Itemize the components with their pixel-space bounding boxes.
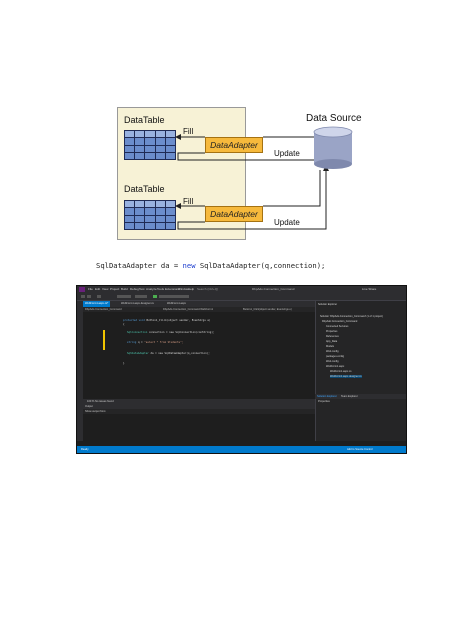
left-tool-strip	[77, 301, 83, 441]
tab-webform1-aspx[interactable]: WebForm1.aspx	[167, 302, 186, 305]
update-line-bottom	[177, 165, 329, 230]
editor-status-bar: 100 % No issues found	[83, 399, 315, 404]
datatable-top-label: DataTable	[124, 115, 165, 125]
menu-help[interactable]: Help	[188, 287, 195, 291]
diagram-connectors	[175, 126, 353, 230]
datatable-top-grid	[124, 130, 176, 160]
output-source-bar: Show output from:	[83, 409, 315, 414]
properties-node[interactable]: Properties	[326, 330, 338, 333]
tab-webform1-designer[interactable]: WebForm1.aspx.designer.cs	[121, 302, 154, 305]
menu-window[interactable]: Window	[178, 287, 189, 291]
code-line-6: }	[123, 362, 125, 365]
app-data-node[interactable]: App_Data	[326, 340, 338, 343]
webconfig-node[interactable]: Web.config	[326, 350, 339, 353]
solution-tabs: Solution Explorer Team Explorer	[315, 394, 406, 399]
code-line-4: string q = "select * from Students";	[127, 341, 184, 344]
code-editor[interactable]: protected void Button1_Click(object send…	[83, 312, 315, 399]
update-line-top	[177, 152, 318, 161]
connected-services-node[interactable]: Connected Services	[326, 325, 349, 328]
output-source-label[interactable]: Show output from:	[85, 410, 107, 413]
references-node[interactable]: References	[326, 335, 339, 338]
status-ready: Ready	[81, 448, 89, 451]
menu-view[interactable]: View	[102, 287, 109, 291]
output-header: Output	[83, 404, 315, 409]
solution-node[interactable]: Solution 'DbpAdo.Connection_Command' (1 …	[320, 315, 383, 318]
properties-title: Properties	[318, 400, 330, 403]
solution-explorer-title: Solution Explorer	[318, 303, 338, 306]
nav-class[interactable]: DbpAdo.Connection_Command.WebForm1	[163, 308, 214, 311]
tab-webform1-cs[interactable]: WebForm1.aspx.cs*	[83, 301, 111, 307]
fill-label-top: Fill	[183, 127, 194, 136]
project-node[interactable]: DbpAdo.Connection_Command	[322, 320, 358, 323]
navigation-bar: DbpAdo.Connection_Command DbpAdo.Connect…	[83, 307, 315, 312]
toolbar-config-dropdown[interactable]	[117, 295, 131, 298]
menu-file[interactable]: File	[88, 287, 93, 291]
toolbar-save-icon[interactable]	[97, 295, 101, 298]
code-line-3: SqlConnection connection = new SqlConnec…	[127, 331, 215, 334]
data-adapter-bottom: DataAdapter	[205, 206, 263, 222]
data-source-label: Data Source	[306, 113, 362, 124]
visual-studio-screenshot: File Edit View Project Build Debug Test …	[76, 285, 407, 454]
tab-solution-explorer[interactable]: Solution Explorer	[317, 395, 337, 398]
nav-project[interactable]: DbpAdo.Connection_Command	[85, 308, 122, 311]
nav-member[interactable]: Button1_Click(object sender, EventArgs e…	[243, 308, 292, 311]
properties-pane: Properties	[315, 399, 406, 441]
models-node[interactable]: Models	[326, 345, 335, 348]
solution-explorer: Solution Explorer Solution 'DbpAdo.Conne…	[315, 301, 406, 394]
data-adapter-top: DataAdapter	[205, 137, 263, 153]
menu-edit[interactable]: Edit	[95, 287, 101, 291]
menu-project[interactable]: Project	[110, 287, 120, 291]
change-marker	[103, 330, 105, 350]
output-pane[interactable]	[83, 414, 315, 441]
live-share-button[interactable]: Live Share	[362, 287, 377, 291]
vs-logo-icon	[79, 287, 85, 292]
toolbar-forward-icon[interactable]	[87, 295, 91, 298]
webform1-cs-node[interactable]: WebForm1.aspx.cs	[330, 370, 352, 373]
editor-zoom: 100 % No issues found	[87, 400, 114, 403]
search-box[interactable]: Search (Ctrl+Q)	[197, 287, 219, 291]
browser-dropdown[interactable]	[159, 295, 189, 298]
webform1-designer-node[interactable]: WebForm1.aspx.designer.cs	[330, 375, 362, 378]
menu-debug[interactable]: Debug	[130, 287, 139, 291]
start-debug-icon[interactable]	[153, 295, 157, 298]
source-control-button[interactable]: Add to Source Control	[347, 448, 373, 451]
tab-team-explorer[interactable]: Team Explorer	[341, 395, 358, 398]
menu-tools[interactable]: Tools	[157, 287, 165, 291]
datatable-bottom-grid	[124, 200, 176, 230]
toolbar-platform-dropdown[interactable]	[135, 295, 147, 298]
toolbar-back-icon[interactable]	[81, 295, 85, 298]
menu-bar: File Edit View Project Build Debug Test …	[77, 286, 406, 293]
menu-analyze[interactable]: Analyze	[146, 287, 157, 291]
code-line: SqlDataAdapter da = new SqlDataAdapter(q…	[96, 261, 326, 270]
packages-config-node[interactable]: packages.config	[326, 355, 345, 358]
update-label-bottom: Update	[273, 218, 301, 227]
document-tabs: WebForm1.aspx.cs* WebForm1.aspx.designer…	[83, 301, 315, 307]
fill-label-bottom: Fill	[183, 197, 194, 206]
menu-build[interactable]: Build	[121, 287, 128, 291]
output-title: Output	[85, 405, 93, 408]
webform1-aspx-node[interactable]: WebForm1.aspx	[326, 365, 345, 368]
webconfig-node-2[interactable]: Web.config	[326, 360, 339, 363]
code-line-2: {	[123, 323, 125, 326]
menu-extensions[interactable]: Extensions	[165, 287, 180, 291]
status-bar: Ready Add to Source Control	[77, 446, 406, 453]
code-line-5: SqlDataAdapter da = new SqlDataAdapter(q…	[127, 352, 210, 355]
code-line-1: protected void Button1_Click(object send…	[123, 319, 211, 322]
data-source-cylinder	[313, 126, 353, 169]
fill-line-bottom	[263, 170, 321, 207]
update-label-top: Update	[273, 149, 301, 158]
window-title: DbpAdo.Connection_Command	[252, 287, 295, 291]
datatable-bottom-label: DataTable	[124, 184, 165, 194]
menu-test[interactable]: Test	[139, 287, 145, 291]
toolbar	[77, 293, 406, 301]
